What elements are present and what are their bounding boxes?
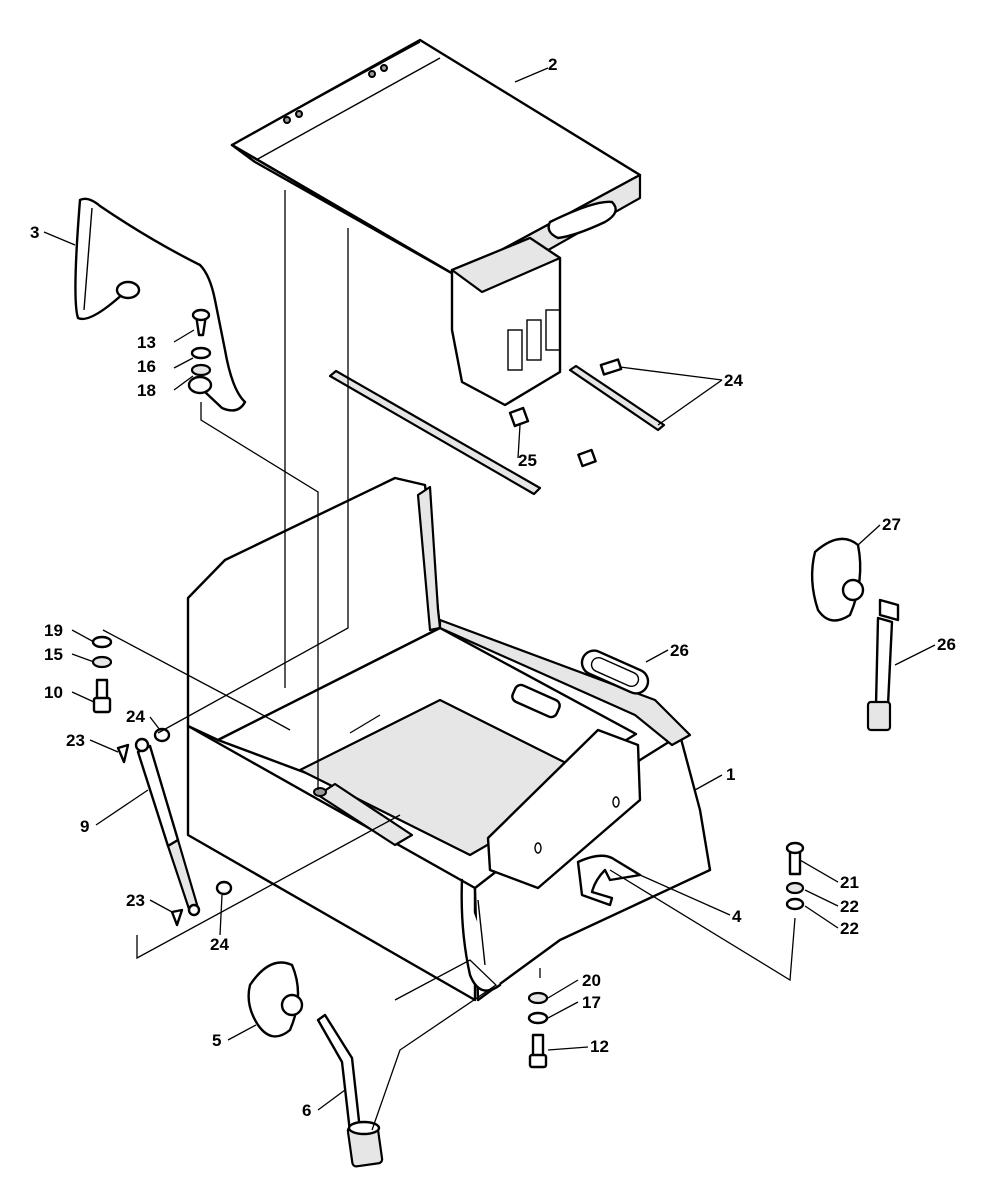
callout-27: 27 bbox=[882, 515, 901, 534]
callout-21: 22 bbox=[840, 919, 859, 938]
callout-24-a: 24 bbox=[724, 371, 743, 390]
callout-16: 18 bbox=[137, 381, 156, 400]
callout-24-b: 25 bbox=[518, 451, 537, 470]
callout-9: 9 bbox=[80, 817, 89, 836]
callout-5: 5 bbox=[212, 1031, 221, 1050]
callout-13: 15 bbox=[44, 645, 63, 664]
callout-23-b: 24 bbox=[210, 935, 229, 954]
callout-23-a: 24 bbox=[126, 707, 145, 726]
hardware-bolt-11 bbox=[190, 308, 212, 377]
callout-labels: 2 3 13 16 18 24 25 27 26 26 1 4 21 22 22… bbox=[30, 55, 956, 1120]
callout-22-a: 23 bbox=[66, 731, 85, 750]
callout-11: 13 bbox=[137, 333, 156, 352]
hardware-bolt-12 bbox=[527, 991, 549, 1069]
part-6-mirror-arm bbox=[316, 1013, 384, 1168]
assembly-lines bbox=[102, 190, 796, 1131]
callout-22-b: 23 bbox=[126, 891, 145, 910]
part-2-top-cover bbox=[230, 38, 642, 407]
part-27-mirror-right bbox=[810, 537, 900, 622]
callout-18: 20 bbox=[582, 971, 601, 990]
callout-14: 16 bbox=[137, 357, 156, 376]
callout-2: 2 bbox=[548, 55, 557, 74]
callout-leaders bbox=[43, 67, 936, 1111]
part-4-latch bbox=[576, 854, 642, 907]
callout-17: 19 bbox=[44, 621, 63, 640]
part-26-mirror-arm-right bbox=[866, 616, 894, 732]
part-1-seat-box bbox=[186, 476, 712, 1002]
part-25-grommet bbox=[580, 649, 650, 695]
callout-10: 10 bbox=[44, 683, 63, 702]
callout-4: 4 bbox=[732, 907, 742, 926]
callout-3: 3 bbox=[30, 223, 39, 242]
callout-25: 26 bbox=[670, 641, 689, 660]
hardware-bolt-19 bbox=[785, 841, 805, 911]
callout-12: 12 bbox=[590, 1037, 609, 1056]
part-9-gas-strut bbox=[134, 737, 201, 917]
callout-6: 6 bbox=[302, 1101, 311, 1120]
hardware-bolt-10 bbox=[91, 635, 113, 714]
callout-1: 1 bbox=[726, 765, 735, 784]
part-22-clips bbox=[116, 743, 184, 927]
callout-15: 17 bbox=[582, 993, 601, 1012]
part-3-handrail bbox=[74, 197, 247, 412]
callout-19: 21 bbox=[840, 873, 859, 892]
callout-20: 22 bbox=[840, 897, 859, 916]
callout-26: 26 bbox=[937, 635, 956, 654]
part-5-mirror-left bbox=[247, 961, 304, 1038]
part-24-strips bbox=[328, 358, 666, 496]
